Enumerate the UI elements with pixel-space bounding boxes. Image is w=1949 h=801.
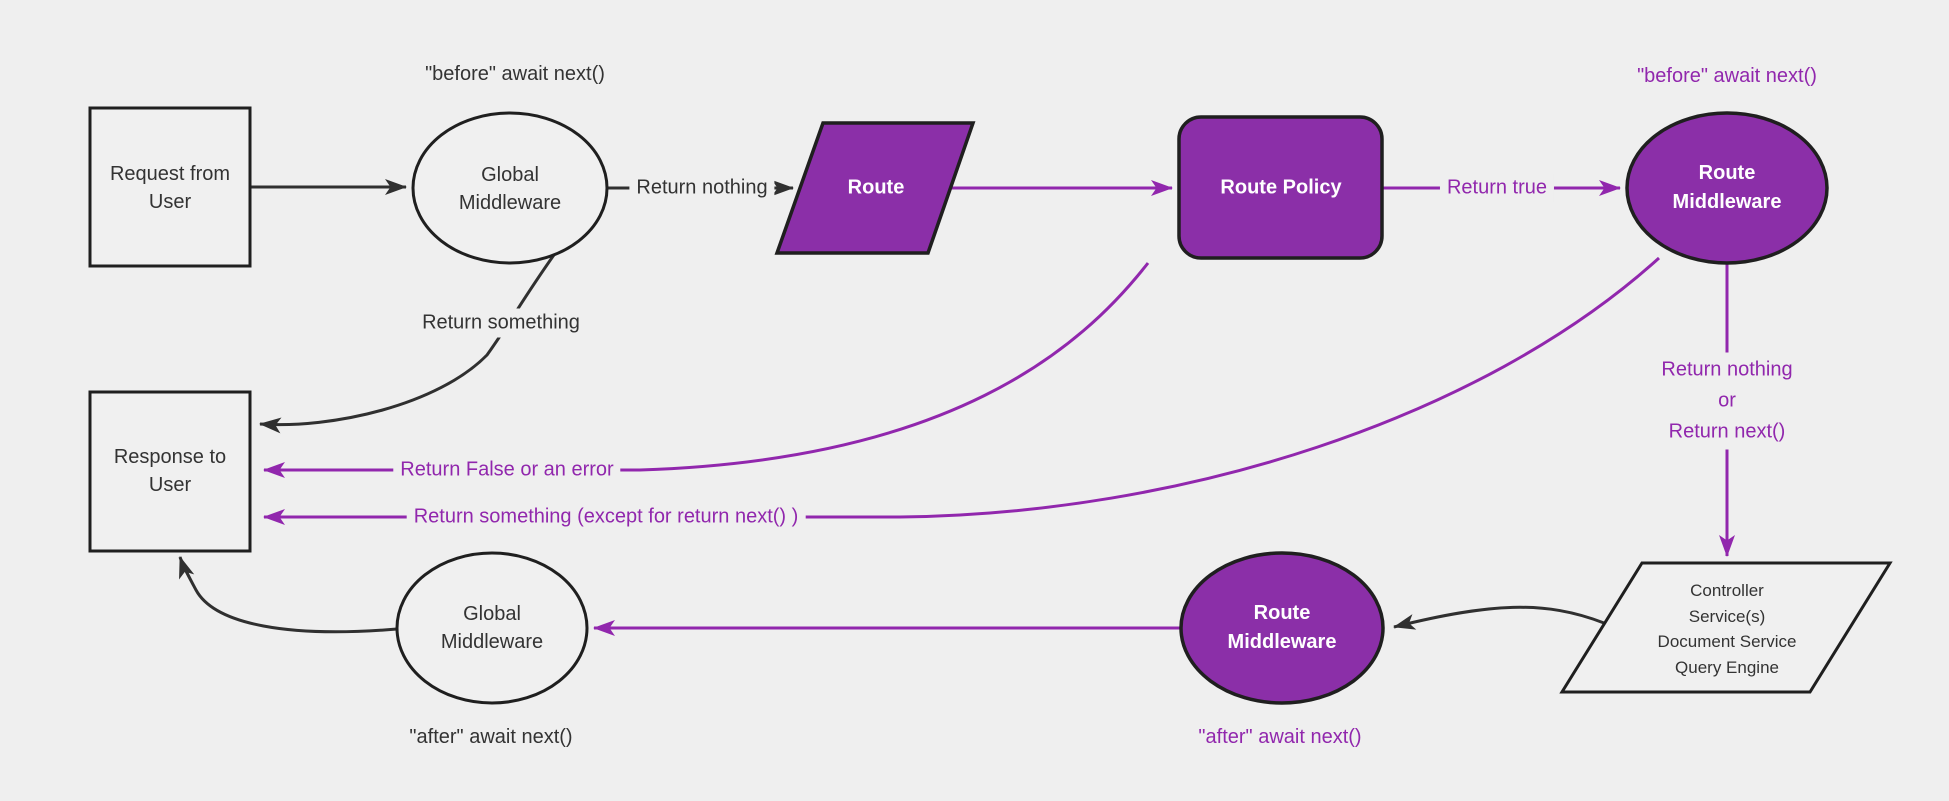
label-before-await-next-purple: "before" await next() xyxy=(1637,65,1817,87)
node-route-policy xyxy=(1177,115,1384,260)
node-label-request-from-user: Request from User xyxy=(109,163,231,213)
node-label-route-middleware-bottom: Route Middleware xyxy=(1227,602,1337,653)
label-before-await-next-black: "before" await next() xyxy=(425,63,605,85)
node-route-middleware-top xyxy=(1625,111,1829,265)
edge-controller-to-route-middleware-bottom xyxy=(1393,605,1605,630)
label-return-nothing-or-next: Return nothing or Return next() xyxy=(1654,352,1800,450)
label-return-nothing: Return nothing xyxy=(629,173,775,203)
node-label-global-middleware-top: Global Middleware xyxy=(458,164,562,214)
label-after-await-next-purple: "after" await next() xyxy=(1198,726,1362,748)
node-global-middleware-top xyxy=(411,111,609,265)
node-label-controller-services: Controller Service(s) Document Service Q… xyxy=(1657,581,1797,677)
node-label-global-middleware-bottom: Global Middleware xyxy=(440,603,544,653)
node-label-response-to-user: Response to User xyxy=(113,446,227,496)
node-label-route: Route xyxy=(847,176,905,199)
node-request-from-user xyxy=(88,106,252,268)
node-response-to-user xyxy=(88,390,252,553)
edge-return-something-to-response xyxy=(259,251,558,434)
edge-return-something-except-to-response xyxy=(263,256,1661,525)
node-controller-services xyxy=(1559,561,1893,694)
node-global-middleware-bottom xyxy=(395,551,589,705)
label-return-false-or-error: Return False or an error xyxy=(393,455,621,485)
edge-global-middleware-bottom-to-response xyxy=(178,556,398,634)
node-label-route-policy: Route Policy xyxy=(1220,176,1342,199)
label-after-await-next-black: "after" await next() xyxy=(409,726,573,748)
label-return-something: Return something xyxy=(415,308,587,338)
node-label-route-middleware-top: Route Middleware xyxy=(1672,162,1782,213)
node-route xyxy=(774,121,976,255)
label-return-something-except: Return something (except for return next… xyxy=(406,502,806,532)
edge-return-false-to-response xyxy=(263,262,1150,478)
label-return-true: Return true xyxy=(1439,173,1555,203)
node-route-middleware-bottom xyxy=(1179,551,1385,705)
